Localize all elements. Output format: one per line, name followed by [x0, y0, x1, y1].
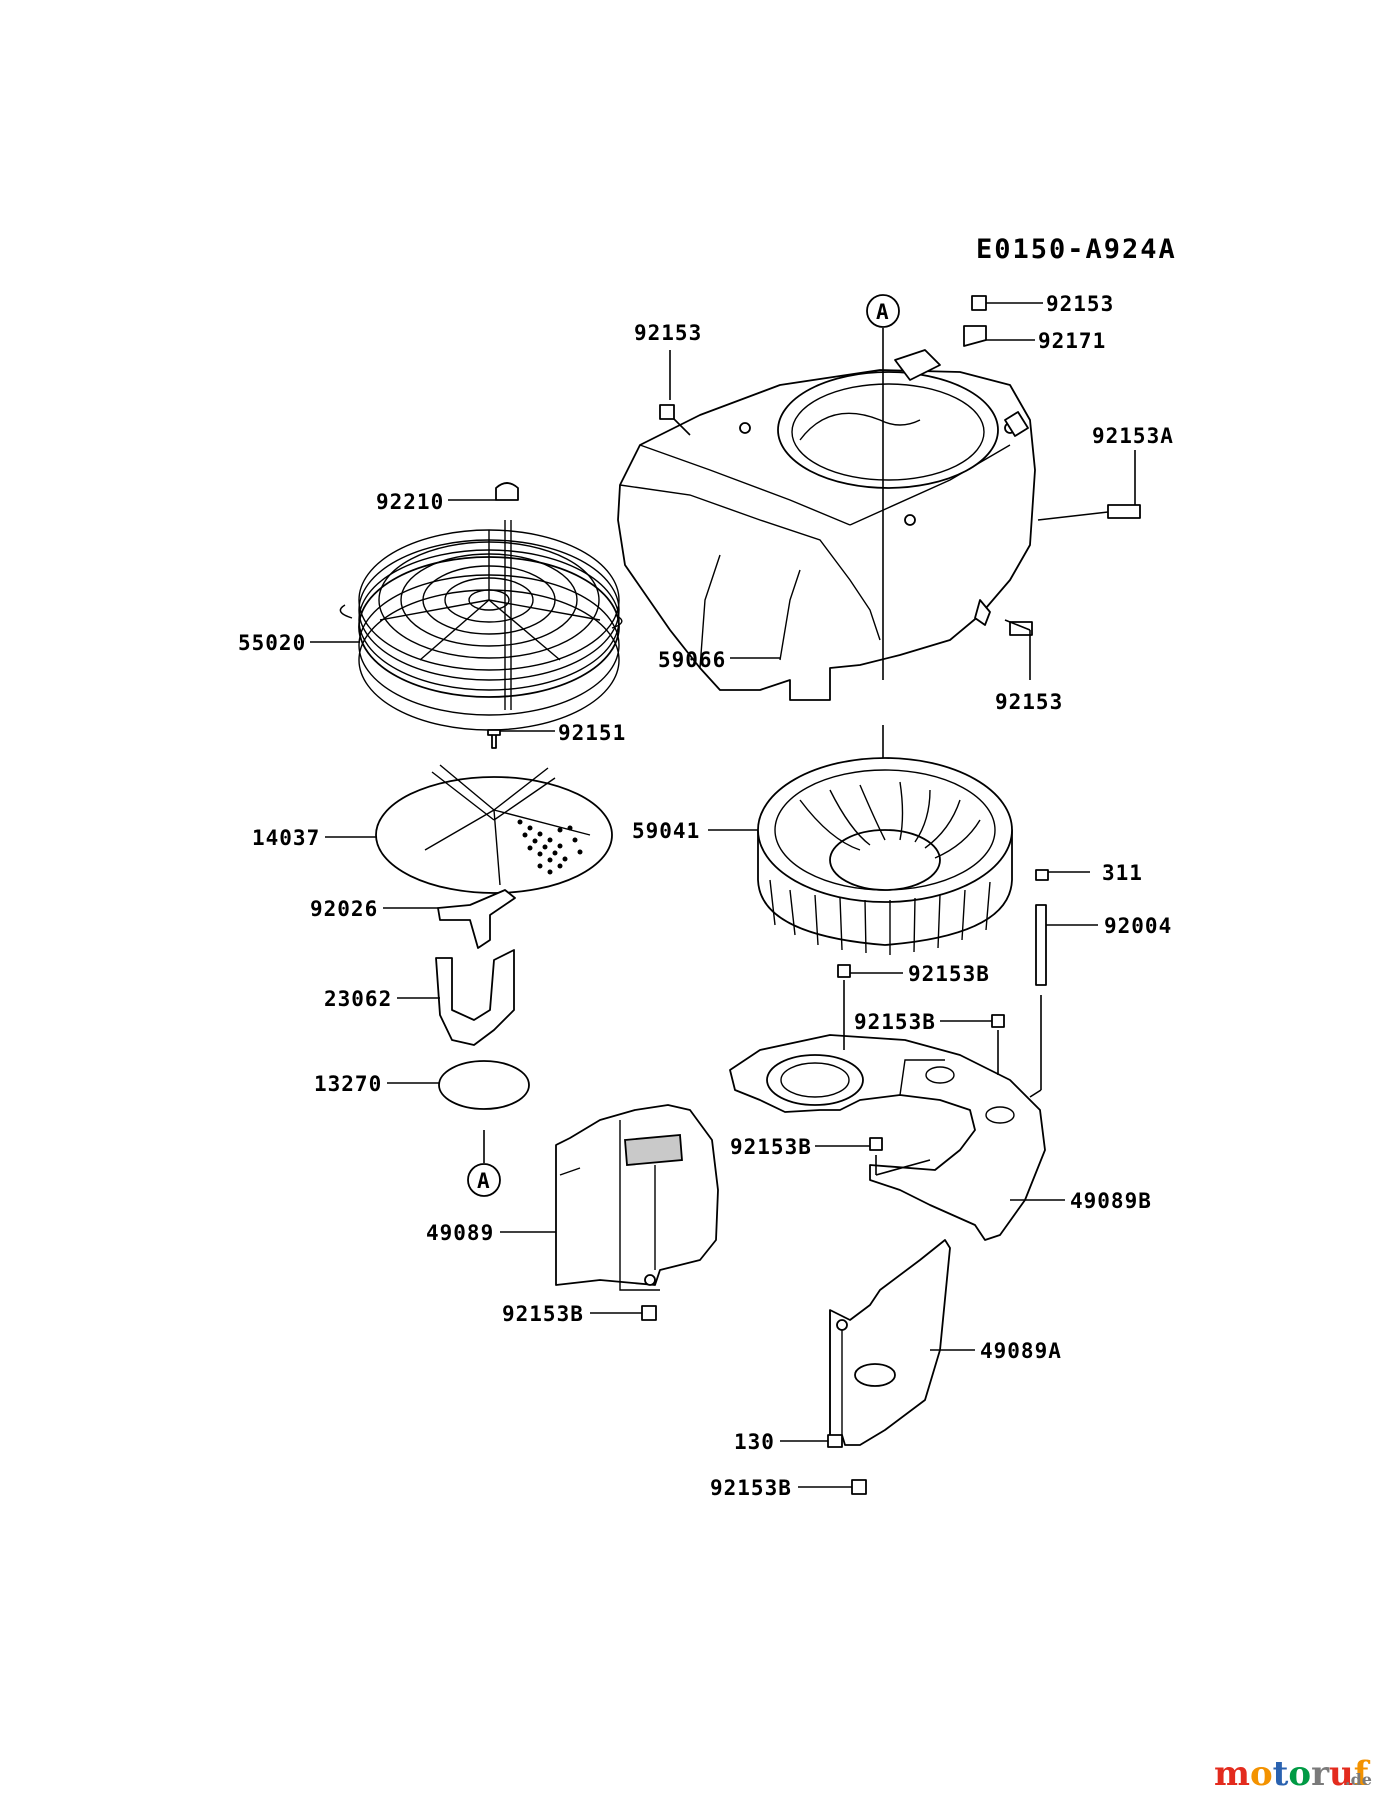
callout-marker-a-bottom-label: A [477, 1169, 491, 1193]
bolt-92153B-middle [869, 1137, 883, 1151]
base-plate-49089B [729, 1034, 1046, 1241]
label-59041: 59041 [632, 819, 700, 843]
watermark-letter: f [1354, 1754, 1371, 1794]
label-92153B-2: 92153B [854, 1010, 936, 1034]
side-shroud-49089 [555, 1104, 719, 1291]
bolt-92153-left [659, 404, 675, 420]
label-311: 311 [1102, 861, 1143, 885]
bolt-92153A [1107, 504, 1141, 519]
rotating-screen-55020 [339, 520, 623, 731]
label-92153B-3: 92153B [730, 1135, 812, 1159]
watermark-letter: m [1214, 1754, 1250, 1794]
bolt-92153B-upper [837, 964, 851, 978]
watermark-logo: motoruf .de [1214, 1754, 1372, 1794]
nut-311 [1035, 869, 1049, 881]
part-labels: 92153 92171 92153 92153A 92210 55020 590… [238, 292, 1174, 1500]
clip-92171 [963, 325, 987, 347]
bolt-92151 [487, 729, 501, 749]
leader-lines [310, 302, 1136, 1488]
screen-plate-14037 [375, 764, 613, 894]
watermark-letter: r [1311, 1754, 1330, 1794]
watermark-letter: o [1250, 1754, 1273, 1794]
cap-nut-92210 [495, 482, 519, 501]
label-49089B: 49089B [1070, 1189, 1152, 1213]
callout-marker-a-top [866, 294, 900, 328]
watermark-brand: motoruf [1214, 1754, 1371, 1794]
baffle-49089A [829, 1239, 951, 1446]
bracket-23062 [435, 949, 515, 1046]
label-92153B-4: 92153B [502, 1302, 584, 1326]
blower-housing-59066 [617, 349, 1036, 701]
watermark-letter: o [1288, 1754, 1311, 1794]
bolt-92153B-shroud [641, 1305, 657, 1321]
stud-92004 [1035, 904, 1047, 986]
bolt-92153-top [971, 295, 987, 311]
bolt-92153B-baffle [851, 1479, 867, 1495]
label-49089: 49089 [426, 1221, 494, 1245]
label-55020: 55020 [238, 631, 306, 655]
diagram-reference-code: E0150-A924A [976, 234, 1177, 265]
label-92153-top: 92153 [1046, 292, 1114, 316]
label-92171: 92171 [1038, 329, 1106, 353]
callout-marker-a-top-label: A [876, 300, 890, 324]
watermark-letter: u [1329, 1754, 1354, 1794]
callout-marker-a-bottom [467, 1163, 501, 1197]
label-92004: 92004 [1104, 914, 1172, 938]
label-92151: 92151 [558, 721, 626, 745]
label-92153B-1: 92153B [908, 962, 990, 986]
label-49089A: 49089A [980, 1339, 1062, 1363]
label-23062: 23062 [324, 987, 392, 1011]
label-59066: 59066 [658, 648, 726, 672]
label-92210: 92210 [376, 490, 444, 514]
bolt-92153-right [1009, 621, 1033, 636]
label-92153-right: 92153 [995, 690, 1063, 714]
label-92153-left: 92153 [634, 321, 702, 345]
label-13270: 13270 [314, 1072, 382, 1096]
label-92153A: 92153A [1092, 424, 1174, 448]
label-14037: 14037 [252, 826, 320, 850]
fan-59041 [757, 757, 1013, 955]
label-92153B-5: 92153B [710, 1476, 792, 1500]
nut-130 [827, 1434, 843, 1448]
bolt-92153B-right [991, 1014, 1005, 1028]
plate-92026 [437, 889, 516, 949]
label-130: 130 [734, 1430, 775, 1454]
watermark-letter: t [1273, 1754, 1289, 1794]
watermark-suffix: .de [1345, 1770, 1372, 1789]
label-92026: 92026 [310, 897, 378, 921]
plate-13270 [438, 1060, 530, 1110]
